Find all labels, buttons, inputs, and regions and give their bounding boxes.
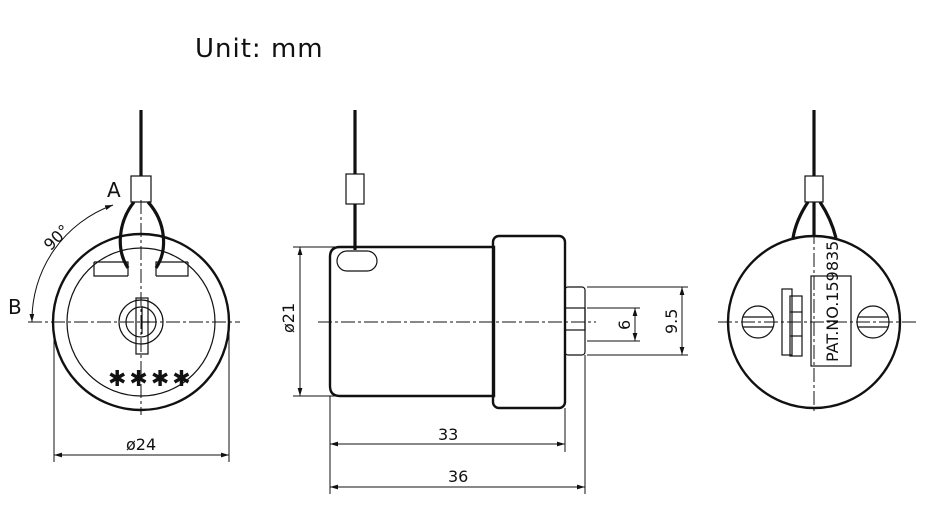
patent-number: PAT.NO.159835 (823, 241, 842, 362)
rotation-arc (29, 204, 114, 323)
side-body-slot (336, 250, 378, 272)
rear-terminal-back (781, 288, 793, 356)
rear-wire-loop-right (818, 201, 838, 239)
label-a: A (107, 178, 121, 202)
angle-label: 90° (40, 221, 73, 254)
key-slot (135, 297, 149, 355)
rear-screw-left (741, 305, 775, 339)
rear-wire-loop-left (791, 201, 810, 239)
shaft95-label: 9.5 (662, 309, 681, 334)
side-shaft-key (564, 307, 586, 331)
dia24-label: ø24 (126, 435, 156, 454)
side-body (328, 245, 496, 398)
unit-label: Unit: mm (195, 34, 324, 64)
front-wire-sleeve (130, 175, 152, 203)
label-b: B (8, 295, 22, 319)
len33-label: 33 (438, 425, 458, 444)
star-marks: ✱✱✱✱ (108, 367, 194, 392)
rear-view: PAT.NO.159835 (718, 110, 916, 414)
side-shaft (564, 286, 586, 356)
rear-wire-sleeve (804, 175, 824, 203)
rear-screw-right (856, 305, 890, 339)
side-wire-sleeve (345, 173, 365, 205)
len36-label: 36 (448, 467, 468, 486)
side-view: ø21 33 36 6 9.5 (279, 110, 688, 494)
dia21-label: ø21 (279, 303, 298, 333)
patent-plate (810, 275, 852, 367)
rear-terminal (789, 295, 803, 357)
front-view: ✱✱✱✱ 90° A B ø24 (8, 110, 240, 462)
shaft6-label: 6 (615, 320, 634, 330)
